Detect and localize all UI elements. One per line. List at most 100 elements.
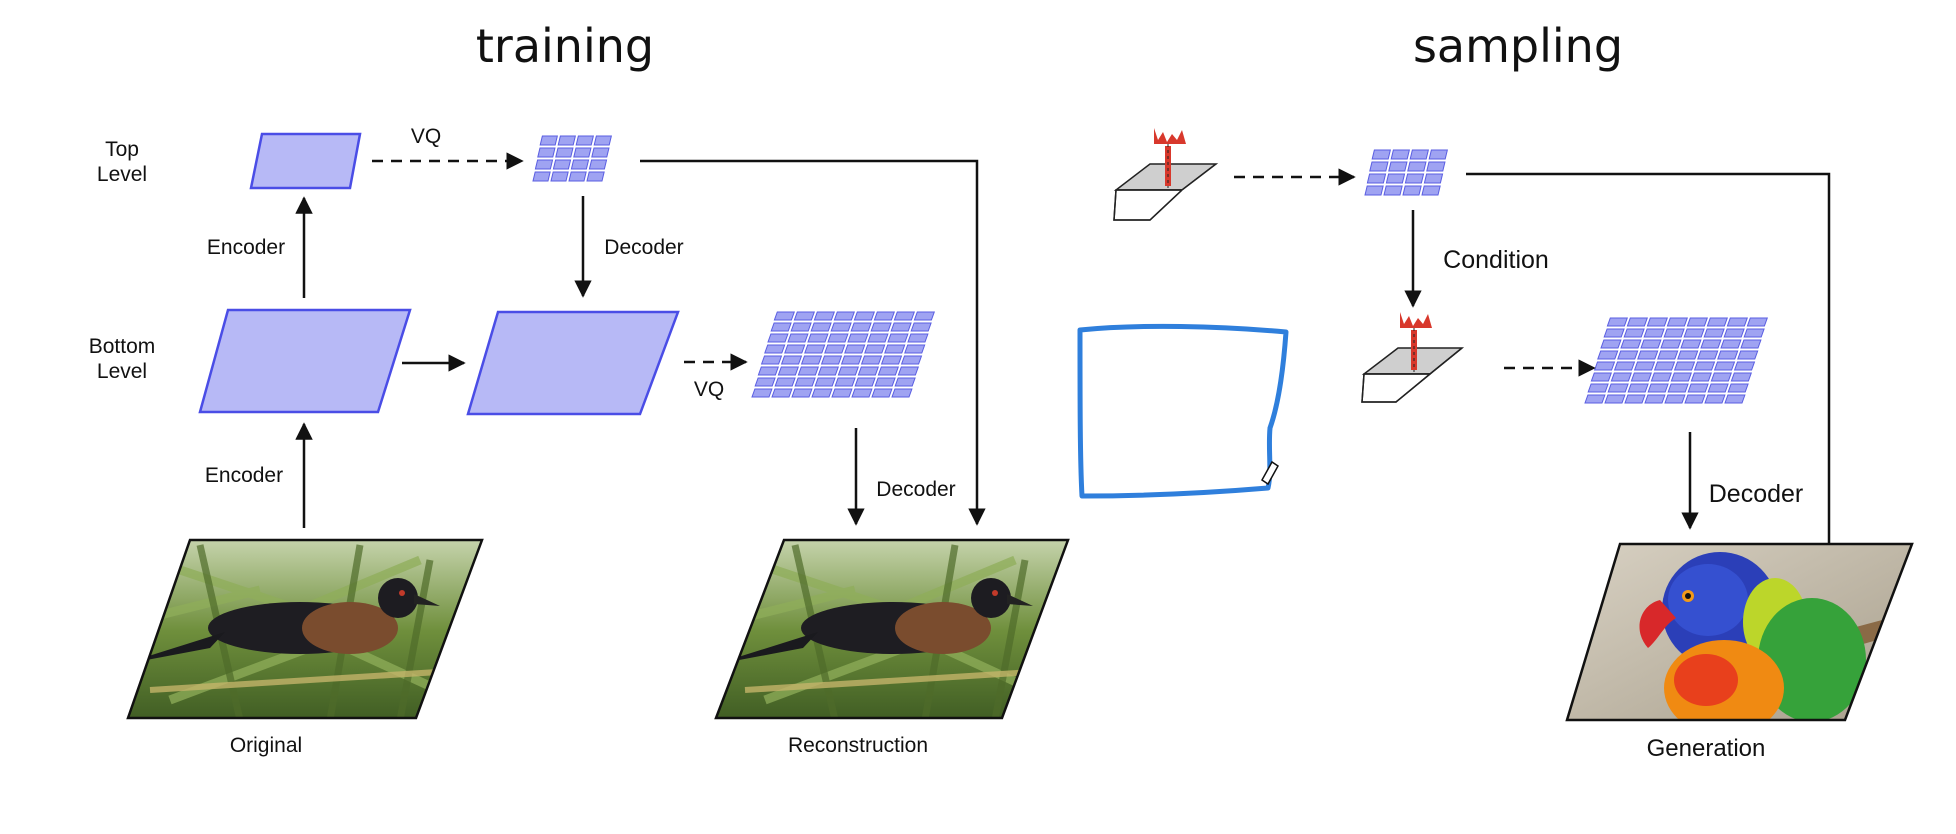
code-cell xyxy=(570,159,590,170)
code-cell xyxy=(1727,383,1749,393)
pen-cursor-icon xyxy=(1261,460,1279,486)
sampling-skip-line xyxy=(1466,172,1831,544)
code-cell xyxy=(1684,394,1706,404)
code-cell xyxy=(850,322,872,332)
decoder-recon-label: Decoder xyxy=(876,478,955,501)
code-cell xyxy=(1428,149,1448,160)
code-cell xyxy=(913,311,935,321)
code-cell xyxy=(1720,339,1742,349)
code-cell xyxy=(1707,383,1729,393)
code-cell xyxy=(1660,339,1682,349)
code-cell xyxy=(891,388,913,398)
code-cell xyxy=(1733,361,1756,371)
code-cell xyxy=(1704,394,1726,404)
code-cell xyxy=(1650,372,1672,382)
code-cell xyxy=(773,311,795,321)
code-cell xyxy=(1597,350,1619,360)
code-cell xyxy=(1624,394,1646,404)
code-cell xyxy=(811,388,833,398)
reconstruction-image xyxy=(714,538,1070,720)
code-cell xyxy=(893,311,915,321)
code-cell xyxy=(871,388,893,398)
code-cell xyxy=(854,377,876,387)
code-cell xyxy=(1407,161,1427,172)
code-cell xyxy=(817,366,839,376)
code-cell xyxy=(1743,328,1765,338)
code-cell xyxy=(1600,339,1622,349)
code-cell xyxy=(791,388,813,398)
code-cell xyxy=(907,333,929,343)
code-cell xyxy=(793,311,815,321)
code-cell xyxy=(870,322,892,332)
code-cell xyxy=(552,159,572,170)
code-cell xyxy=(1680,339,1702,349)
code-cell xyxy=(1746,317,1768,327)
code-cell xyxy=(877,366,899,376)
bottom-level-label: Bottom Level xyxy=(89,335,156,383)
code-cell xyxy=(1737,350,1759,360)
code-cell xyxy=(1584,394,1606,404)
vq-top-label: VQ xyxy=(411,125,441,148)
code-cell xyxy=(1390,149,1410,160)
original-image xyxy=(126,538,484,720)
code-cell xyxy=(890,322,912,332)
code-cell xyxy=(807,333,829,343)
code-cell xyxy=(1657,350,1679,360)
code-cell xyxy=(1371,149,1391,160)
code-cell xyxy=(1388,161,1408,172)
code-cell xyxy=(550,171,569,182)
code-cell xyxy=(1623,328,1645,338)
code-cell xyxy=(1663,328,1685,338)
encoder-bottom-label: Encoder xyxy=(205,464,283,487)
bottom-code-grid xyxy=(751,311,935,398)
code-cell xyxy=(1683,328,1705,338)
code-cell xyxy=(800,355,823,365)
code-cell xyxy=(1723,328,1745,338)
code-cell xyxy=(751,388,773,398)
code-cell xyxy=(1710,372,1732,382)
code-cell xyxy=(1700,339,1722,349)
code-cell xyxy=(830,322,852,332)
code-cell xyxy=(1667,383,1689,393)
decoder-gen-label: Decoder xyxy=(1709,480,1804,508)
top-prior-icon xyxy=(1113,128,1219,221)
code-cell xyxy=(813,311,835,321)
code-cell xyxy=(1730,372,1752,382)
code-cell xyxy=(1640,339,1662,349)
code-cell xyxy=(1421,185,1441,196)
bottom-prior-icon xyxy=(1361,312,1465,403)
code-cell xyxy=(588,159,608,170)
code-cell xyxy=(784,344,806,354)
bottom-decoded-latent xyxy=(466,310,680,416)
code-cell xyxy=(897,366,919,376)
code-cell xyxy=(804,344,826,354)
top-code-grid xyxy=(532,135,612,182)
code-cell xyxy=(1647,383,1669,393)
code-cell xyxy=(780,355,803,365)
code-cell xyxy=(851,388,873,398)
code-cell xyxy=(1426,161,1446,172)
code-cell xyxy=(1610,372,1632,382)
code-cell xyxy=(764,344,786,354)
code-cell xyxy=(555,147,574,158)
code-cell xyxy=(1402,185,1422,196)
sampled-bottom-code-grid xyxy=(1584,317,1768,404)
code-cell xyxy=(770,322,792,332)
code-cell xyxy=(900,355,923,365)
generation-caption: Generation xyxy=(1647,735,1766,762)
code-cell xyxy=(1620,339,1642,349)
reconstruction-caption: Reconstruction xyxy=(788,734,928,757)
code-cell xyxy=(1706,317,1728,327)
code-cell xyxy=(573,147,592,158)
code-cell xyxy=(790,322,812,332)
code-cell xyxy=(1693,361,1716,371)
code-cell xyxy=(1383,185,1403,196)
code-cell xyxy=(1740,339,1762,349)
generation-image xyxy=(1565,542,1914,722)
code-cell xyxy=(874,377,896,387)
code-cell xyxy=(1364,185,1384,196)
code-cell xyxy=(827,333,849,343)
code-cell xyxy=(1724,394,1746,404)
code-cell xyxy=(1633,361,1656,371)
